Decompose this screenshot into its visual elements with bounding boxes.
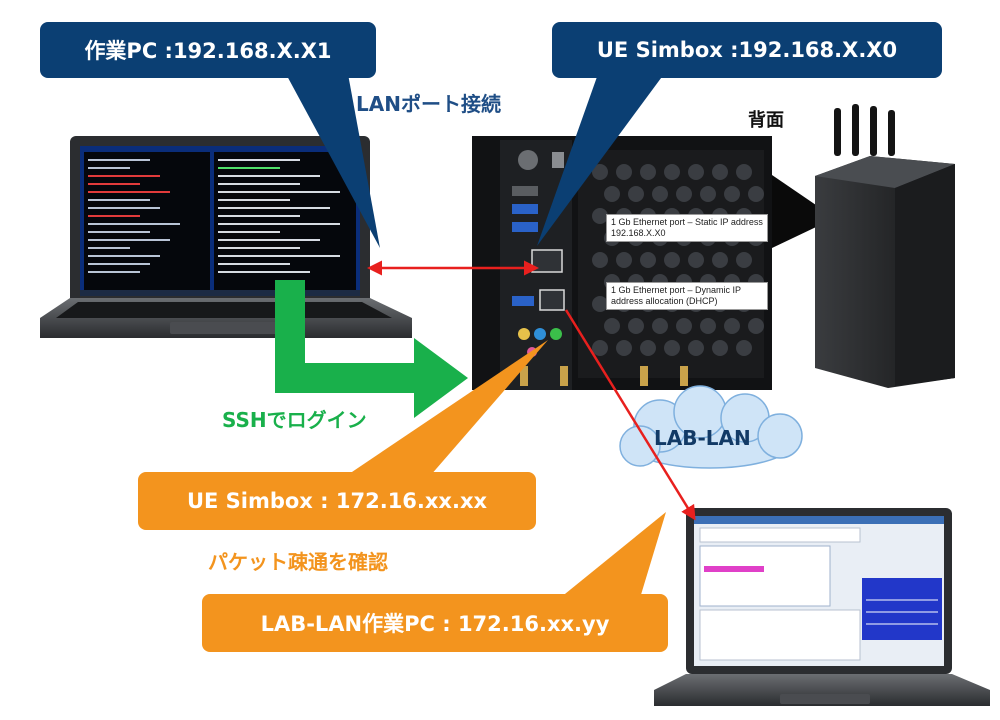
ssh-arrow-head (414, 338, 468, 418)
lab-pc-toolbar (699, 527, 861, 543)
analyzer-chart (862, 578, 942, 640)
ue-simbox-lab-callout-bubble (138, 340, 548, 530)
lab-pc-keyboard-deck (654, 674, 990, 706)
ue-simbox-callout: UE Simbox :192.168.X.X0 (596, 38, 898, 62)
audio-jack-icon (518, 150, 538, 170)
lab-lan-pc-callout: LAB-LAN作業PC : 172.16.xx.yy (260, 612, 610, 636)
audio-jack-icon (534, 328, 546, 340)
lab-lan-label: LAB-LAN (654, 426, 751, 450)
work-pc-touchpad (170, 322, 280, 334)
analyzer-chart-bars (866, 599, 938, 625)
lab-pc-touchpad (780, 694, 870, 704)
static-port-note: 1 Gb Ethernet port – Static IP address 1… (606, 214, 768, 242)
tower-side (895, 164, 955, 386)
lab-lan-connection-arrow (564, 309, 696, 521)
ue-simbox-tower (815, 104, 955, 388)
terminal-window-left (84, 152, 210, 290)
usb3-port-icon (512, 204, 538, 214)
terminal-window-right (214, 152, 356, 290)
usb-port-icon (512, 186, 538, 196)
audio-jack-icon (550, 328, 562, 340)
work-pc-callout-bubble (40, 22, 380, 248)
ssh-arrow-shaft (275, 280, 420, 393)
work-pc-callout: 作業PC :192.168.X.X1 (84, 39, 332, 63)
simbox-rear-panel (472, 136, 772, 390)
ssh-login-label: SSHでログイン (222, 408, 367, 432)
static-ethernet-port-icon (531, 249, 563, 273)
lab-pc-titlebar (694, 516, 944, 524)
tower-top (815, 156, 955, 188)
rear-view-label: 背面 (748, 110, 784, 131)
lan-port-label: LANポート接続 (356, 92, 501, 116)
ue-simbox-lab-callout: UE Simbox : 172.16.xx.xx (186, 489, 488, 513)
lab-lan-cloud-icon (619, 385, 803, 469)
terminal-text-lines (88, 159, 340, 273)
dhcp-port-note: 1 Gb Ethernet port – Dynamic IP address … (606, 282, 768, 310)
dhcp-ethernet-port-icon (539, 289, 565, 311)
work-pc-laptop (40, 136, 412, 338)
usb3-port-icon (512, 222, 538, 232)
io-port-icon (552, 152, 564, 168)
audio-jack-icon (518, 328, 530, 340)
rear-view-pointer (772, 175, 835, 248)
analyzer-window (699, 545, 831, 607)
usb3-port-icon (512, 296, 534, 306)
taskbar (80, 290, 360, 296)
packet-list (699, 609, 861, 661)
analyzer-highlight (704, 566, 764, 572)
antenna-icon (834, 104, 895, 156)
work-pc-keyboard (56, 302, 392, 318)
lab-lan-pc-laptop (654, 508, 990, 706)
packet-check-label: パケット疎通を確認 (208, 550, 388, 574)
lab-lan-pc-callout-bubble (202, 512, 668, 652)
antenna-connectors (520, 366, 688, 386)
fan-grille-icon (578, 150, 764, 378)
ue-simbox-callout-bubble (537, 22, 942, 246)
